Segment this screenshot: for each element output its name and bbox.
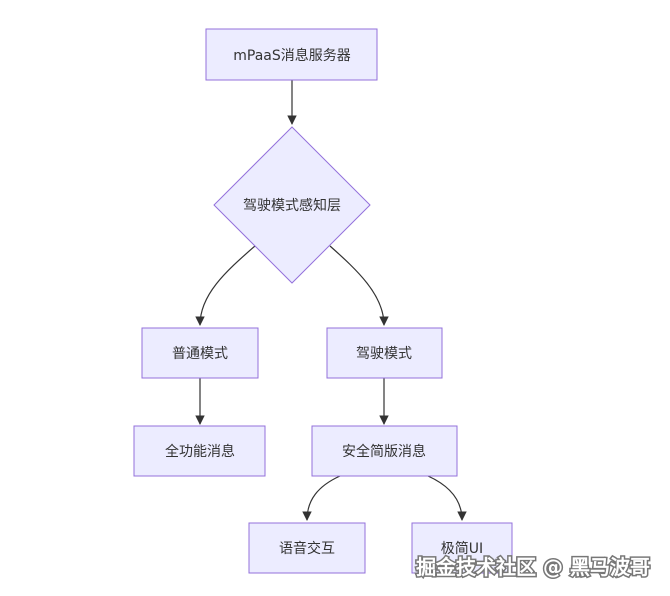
node-mpaas-server: mPaaS消息服务器 bbox=[205, 28, 378, 81]
node-label: 极简UI bbox=[441, 540, 483, 557]
node-label: 全功能消息 bbox=[165, 443, 235, 460]
node-box bbox=[133, 425, 266, 477]
node-box bbox=[326, 327, 443, 379]
edge-perception-to-normal bbox=[195, 245, 256, 326]
node-box bbox=[311, 425, 458, 477]
node-full-feature-message: 全功能消息 bbox=[133, 425, 266, 477]
decision-diamond bbox=[213, 126, 371, 284]
edge-safe-to-minimal bbox=[427, 475, 467, 521]
edges bbox=[195, 80, 467, 521]
node-label: 安全简版消息 bbox=[342, 443, 426, 460]
node-safe-simple-message: 安全简版消息 bbox=[311, 425, 458, 477]
watermark: 掘金技术社区 @ 黑马波哥 bbox=[416, 555, 650, 579]
node-box bbox=[205, 28, 378, 81]
edge-perception-to-driving bbox=[329, 245, 389, 326]
node-label: 语音交互 bbox=[279, 540, 335, 557]
node-box bbox=[248, 522, 366, 574]
node-label: mPaaS消息服务器 bbox=[233, 47, 351, 64]
node-box bbox=[141, 327, 259, 379]
node-box bbox=[411, 522, 513, 574]
node-label: 普通模式 bbox=[172, 346, 228, 362]
node-label: 驾驶模式 bbox=[356, 346, 412, 362]
node-driving-mode-perception-decision: 驾驶模式感知层 bbox=[213, 126, 371, 284]
node-normal-mode: 普通模式 bbox=[141, 327, 259, 379]
node-voice-interaction: 语音交互 bbox=[248, 522, 366, 574]
node-driving-mode: 驾驶模式 bbox=[326, 327, 443, 379]
node-label: 驾驶模式感知层 bbox=[243, 197, 341, 214]
edge-safe-to-voice bbox=[302, 475, 341, 521]
node-minimal-ui: 极简UI bbox=[411, 522, 513, 574]
